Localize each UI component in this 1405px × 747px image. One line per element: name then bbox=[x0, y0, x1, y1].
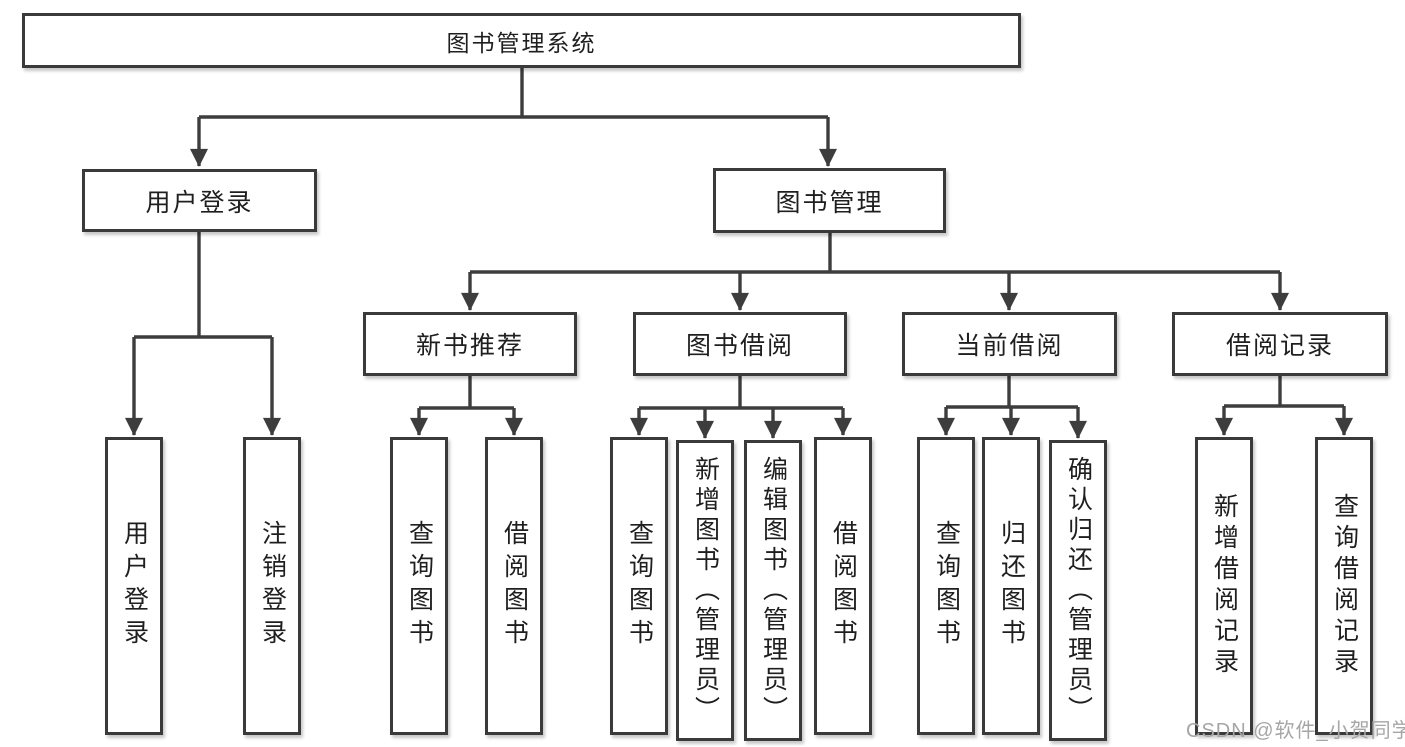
leaf-add-books-admin: 新增图书（管理员） bbox=[676, 440, 734, 741]
node-current-borrow: 当前借阅 bbox=[902, 312, 1117, 376]
leaf-add-borrow-record: 新增借阅记录 bbox=[1195, 437, 1253, 735]
node-book-management-group: 图书管理 bbox=[713, 168, 946, 233]
leaf-user-login: 用户登录 bbox=[105, 437, 163, 735]
leaf-borrow-books-recommend: 借阅图书 bbox=[485, 437, 543, 735]
leaf-confirm-return-admin: 确认归还（管理员） bbox=[1049, 440, 1107, 741]
csdn-watermark: CSDN @软件_小贺同学 bbox=[1186, 720, 1405, 742]
leaf-query-books-recommend: 查询图书 bbox=[390, 437, 448, 735]
node-book-borrow: 图书借阅 bbox=[633, 312, 847, 376]
node-new-book-recommend: 新书推荐 bbox=[363, 312, 577, 376]
node-user-login-group: 用户登录 bbox=[82, 169, 317, 232]
leaf-edit-books-admin: 编辑图书（管理员） bbox=[744, 440, 802, 741]
node-library-management-system: 图书管理系统 bbox=[22, 13, 1021, 68]
node-borrow-records: 借阅记录 bbox=[1172, 312, 1388, 376]
leaf-query-borrow-record: 查询借阅记录 bbox=[1315, 437, 1373, 735]
leaf-logout: 注销登录 bbox=[243, 437, 301, 735]
leaf-return-books: 归还图书 bbox=[982, 437, 1040, 735]
leaf-query-books-current: 查询图书 bbox=[917, 437, 975, 735]
leaf-borrow-books: 借阅图书 bbox=[814, 437, 872, 735]
leaf-query-books-borrow: 查询图书 bbox=[610, 437, 668, 735]
